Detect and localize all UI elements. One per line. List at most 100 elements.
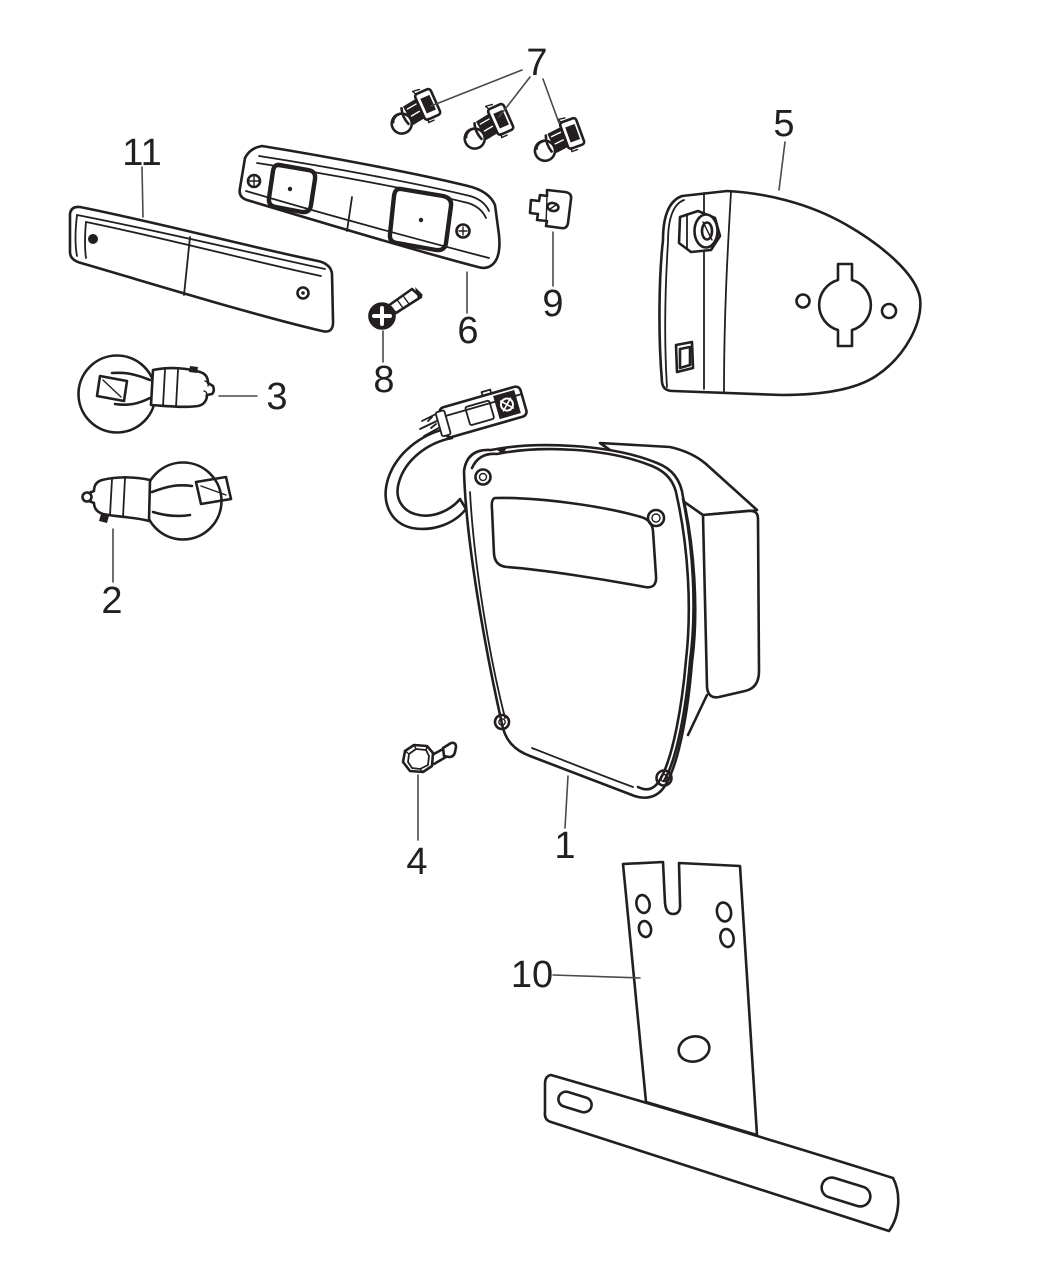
bulb3-bayonet-pin — [189, 366, 198, 373]
leader-line-10 — [552, 974, 641, 979]
lamp-rim-inner-2 — [662, 497, 695, 783]
bulb2-filament — [194, 475, 233, 506]
strap-slot-right — [820, 1176, 872, 1208]
connector-window — [464, 399, 495, 426]
bulb3-filament — [95, 374, 129, 403]
screw-head-rim — [368, 302, 396, 330]
part-8-screw: 8 — [368, 287, 423, 401]
housing-opening-left — [266, 162, 318, 215]
leader-line-5 — [778, 141, 786, 191]
connector-end-cap — [434, 409, 452, 438]
part-4-bolt: 4 — [401, 741, 458, 883]
connector-terminal — [499, 397, 514, 412]
housing-opening-right — [387, 186, 454, 253]
bulb3-wires — [110, 371, 152, 407]
callout-8: 8 — [373, 359, 394, 401]
connector-terminal-cross — [499, 397, 514, 412]
leader-line-7b — [498, 76, 531, 118]
callout-5: 5 — [773, 103, 794, 145]
bulb3-filament-line — [102, 379, 122, 398]
part-10-license-plate-bracket: 10 — [511, 860, 900, 1233]
bulb3-contacts — [203, 380, 209, 397]
part-9-clip: 9 — [528, 188, 573, 325]
clip-hole-detail — [549, 204, 557, 210]
bulb2-filament-line — [200, 485, 227, 496]
screw-tip — [415, 287, 423, 299]
lamp-left-inner — [469, 491, 506, 719]
housing-dot-left — [287, 186, 293, 192]
bracket-square-hole — [674, 340, 695, 374]
callout-9: 9 — [542, 283, 563, 325]
screw-threads — [397, 296, 410, 309]
bracket-horizontal-strap — [543, 1073, 900, 1233]
bulb2-glass — [143, 461, 223, 541]
connector-pins — [419, 412, 445, 437]
lens-left-edge — [74, 214, 87, 259]
bracket-vertical-strap — [621, 860, 759, 1137]
lens-rim-line — [76, 214, 326, 270]
lamp-lens-window — [490, 496, 658, 589]
part-5-mounting-bracket: 5 — [658, 103, 922, 397]
housing-seam — [346, 196, 353, 232]
callout-6: 6 — [457, 310, 478, 352]
bulb2-wires — [150, 483, 194, 518]
bracket-hole-left — [795, 293, 811, 309]
bracket-nut-washer — [693, 213, 719, 249]
bulb2-base — [86, 476, 152, 523]
bracket-nut-slash — [702, 221, 713, 241]
bolt-head-facets — [407, 748, 430, 770]
strap-hole-2 — [637, 919, 653, 939]
strap-hole-3 — [715, 901, 733, 923]
bulb2-base-seams — [109, 477, 126, 518]
bracket-hole-right — [880, 302, 898, 320]
lamp-face-outline — [462, 443, 697, 799]
callout-4: 4 — [406, 841, 427, 883]
lens-screw — [296, 286, 310, 300]
screw-phillips-cross — [372, 306, 392, 326]
strap-hole-1 — [635, 893, 651, 915]
leader-line-11 — [141, 166, 144, 218]
housing-screw-left — [246, 173, 262, 189]
bracket-nut-hole — [700, 221, 714, 241]
socket-bulb-1 — [381, 83, 444, 139]
lamp-housing-box — [701, 509, 761, 699]
lens-face-line — [85, 221, 322, 277]
lamp-housing-bottom-edge — [686, 693, 709, 737]
strap-hole-4 — [719, 927, 735, 949]
clip-hole — [546, 201, 560, 213]
callout-3: 3 — [266, 376, 287, 418]
housing-dot-right — [418, 217, 424, 223]
bracket-edge-inner — [664, 199, 685, 388]
connector-tab — [480, 388, 493, 397]
lamp-screws — [474, 468, 673, 787]
housing-outline — [238, 144, 501, 270]
part-6-stop-lamp-housing: 6 — [238, 144, 501, 352]
lens-screw-center — [301, 291, 305, 295]
housing-ridge-1 — [258, 155, 490, 212]
part-11-stop-lamp-lens: 11 — [68, 132, 335, 333]
bracket-fold-2 — [723, 191, 732, 393]
bulb2-contact-tip — [81, 491, 93, 503]
part-1-tail-lamp-assembly: 1 — [384, 385, 761, 867]
callout-1: 1 — [554, 825, 575, 867]
lamp-bottom-inner — [531, 747, 634, 788]
clip-fold — [545, 195, 548, 227]
bulb3-base-seams — [162, 369, 179, 408]
callout-11: 11 — [122, 132, 161, 174]
callout-2: 2 — [101, 580, 122, 622]
wiring-harness — [384, 426, 468, 531]
bolt-tip — [441, 741, 458, 759]
lens-screw-dot — [88, 234, 98, 244]
housing-screw-right-cross — [458, 226, 468, 236]
lens-divider — [183, 236, 191, 296]
strap-center-hole — [677, 1035, 711, 1063]
housing-ridge-3 — [245, 190, 490, 259]
leader-line-7a — [430, 69, 523, 107]
bolt-facet-lines — [404, 744, 428, 773]
strap-slot-left — [557, 1090, 593, 1114]
lens-outline — [68, 205, 335, 333]
bulb3-base — [149, 366, 216, 409]
part-7-socket-bulbs: 7 — [381, 42, 588, 165]
